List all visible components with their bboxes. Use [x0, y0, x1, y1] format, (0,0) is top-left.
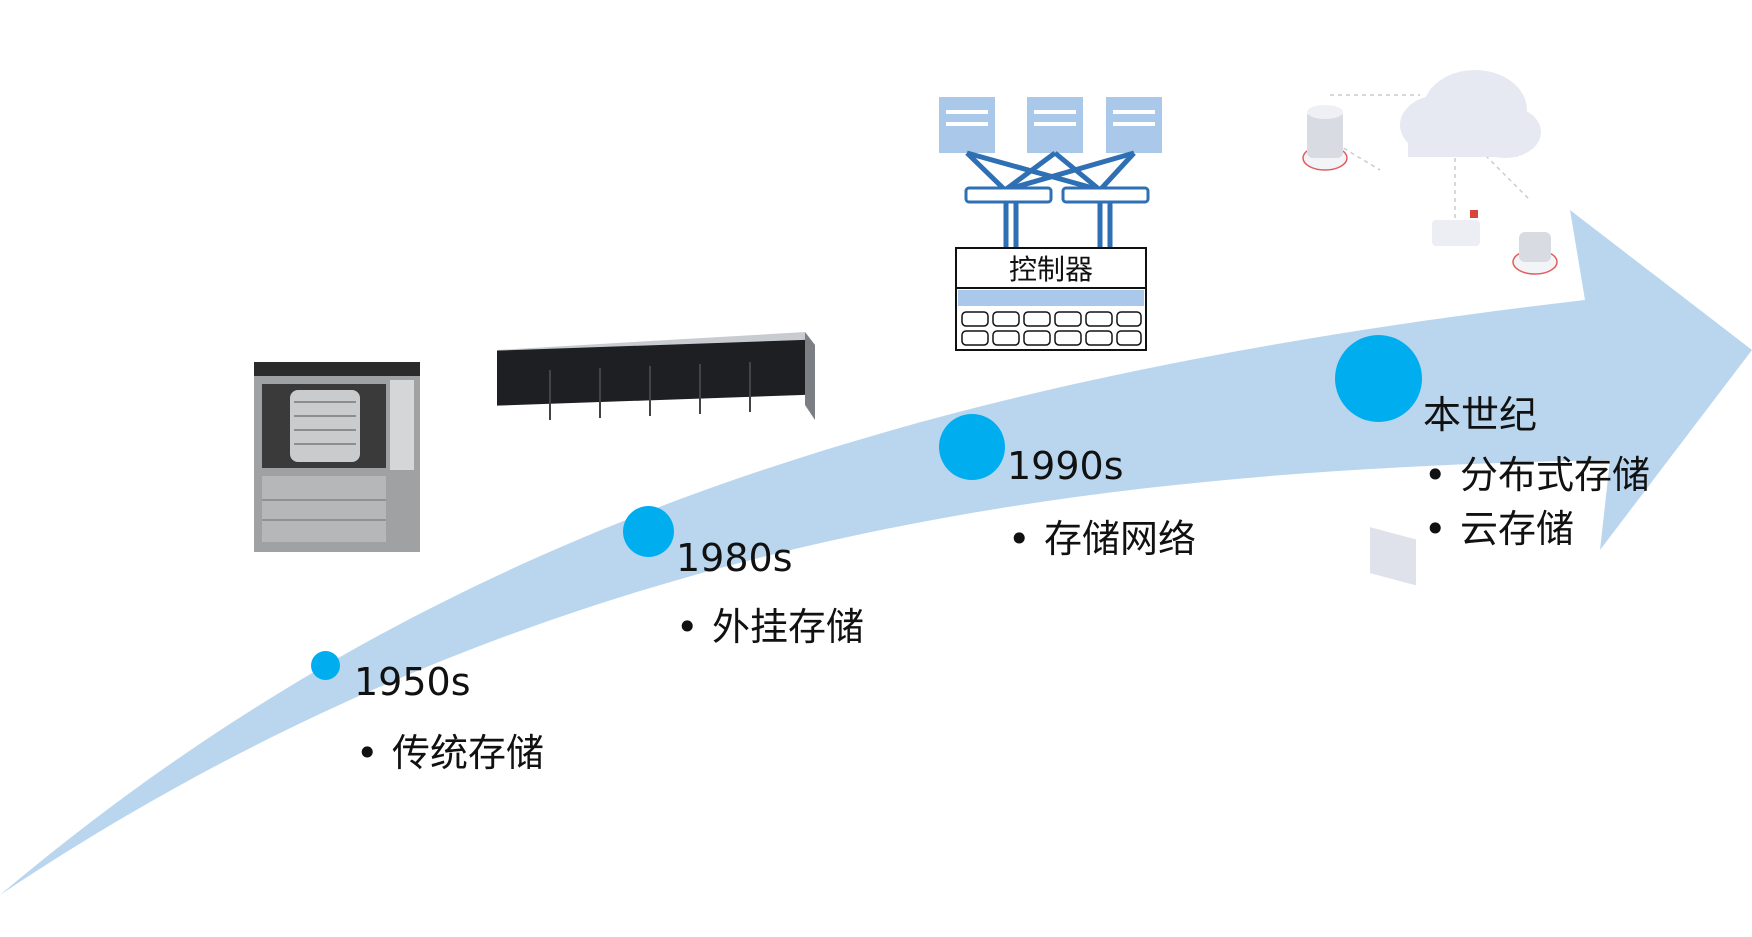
era-year-present: 本世纪	[1423, 393, 1538, 437]
arrow-body	[0, 210, 1752, 895]
era-items-1990s: •存储网络	[1008, 512, 1196, 566]
era-items-1950s: •传统存储	[356, 726, 544, 780]
cloud-storage-icon	[1302, 70, 1558, 586]
era-item: •存储网络	[1008, 512, 1196, 566]
era-item: •传统存储	[356, 726, 544, 780]
era-item: •外挂存储	[676, 600, 864, 654]
timeline-dot-present	[1335, 335, 1422, 422]
bullet-icon: •	[1008, 517, 1031, 561]
bullet-icon: •	[356, 731, 379, 775]
era-year-1950s: 1950s	[354, 660, 471, 704]
timeline-dot-1950s	[311, 651, 340, 680]
rack-storage-server-icon	[497, 332, 815, 420]
controller-label: 控制器	[1009, 253, 1093, 286]
timeline-dot-1980s	[623, 506, 674, 557]
bullet-icon: •	[1424, 507, 1447, 551]
era-items-present: •分布式存储 •云存储	[1424, 448, 1650, 556]
timeline-dot-1990s	[939, 414, 1005, 480]
era-year-1990s: 1990s	[1007, 444, 1124, 488]
bullet-icon: •	[676, 605, 699, 649]
storage-network-icon: 控制器	[939, 97, 1162, 351]
era-item: •云存储	[1424, 502, 1650, 556]
bullet-icon: •	[1424, 453, 1447, 497]
era-item: •分布式存储	[1424, 448, 1650, 502]
era-year-1980s: 1980s	[676, 536, 793, 580]
mainframe-storage-icon	[254, 362, 420, 552]
era-items-1980s: •外挂存储	[676, 600, 864, 654]
